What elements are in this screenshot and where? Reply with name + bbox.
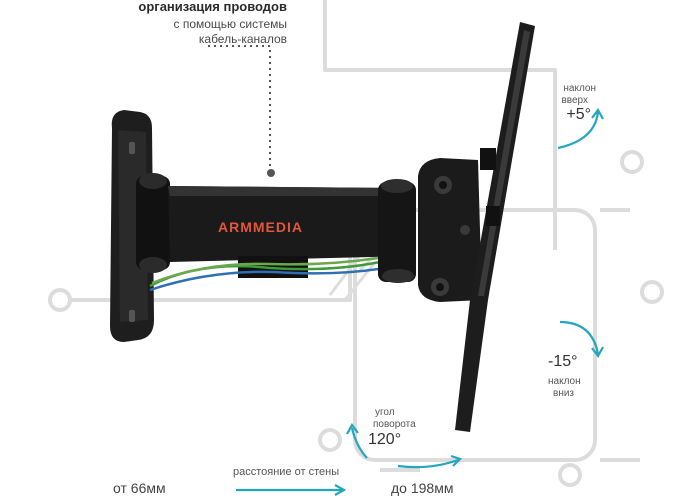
rotation-value: 120° xyxy=(368,431,402,448)
arm-hinge xyxy=(378,179,416,283)
tilt-up-value: +5° xyxy=(566,106,591,123)
watermark-circles xyxy=(48,150,664,487)
tilt-bracket xyxy=(418,158,482,302)
distance-label: расстояние от стены xyxy=(233,466,340,478)
tilt-down-value: -15° xyxy=(548,353,578,370)
rotation-label-2: поворота xyxy=(373,419,416,430)
leader-line xyxy=(208,45,271,172)
distance-from: от 66мм xyxy=(113,480,166,496)
tilt-down-direction: вниз xyxy=(553,388,575,399)
cables xyxy=(149,256,386,292)
rotation-arrow-right xyxy=(397,454,463,469)
tilt-up-label: наклон xyxy=(563,83,596,94)
tilt-down-label: наклон xyxy=(548,376,581,387)
tilt-down-arrow xyxy=(559,320,604,359)
distance-arrow xyxy=(236,484,347,496)
leader-dot xyxy=(267,169,275,177)
wall-hinge xyxy=(136,173,170,273)
cable-management-caption-title: организация проводов xyxy=(138,0,287,14)
rotation-arrow-left xyxy=(346,422,368,459)
rotation-label: угол xyxy=(375,407,395,418)
distance-to: до 198мм xyxy=(391,480,454,496)
vesa-plate xyxy=(455,22,535,432)
tilt-up-arrow xyxy=(557,107,604,150)
tilt-up-direction: вверх xyxy=(561,95,588,106)
cable-management-caption-line-3: кабель-каналов xyxy=(198,32,287,46)
brand-logo-text: ARMMEDIA xyxy=(218,219,303,235)
cable-management-caption-line-2: с помощью системы xyxy=(173,17,287,31)
